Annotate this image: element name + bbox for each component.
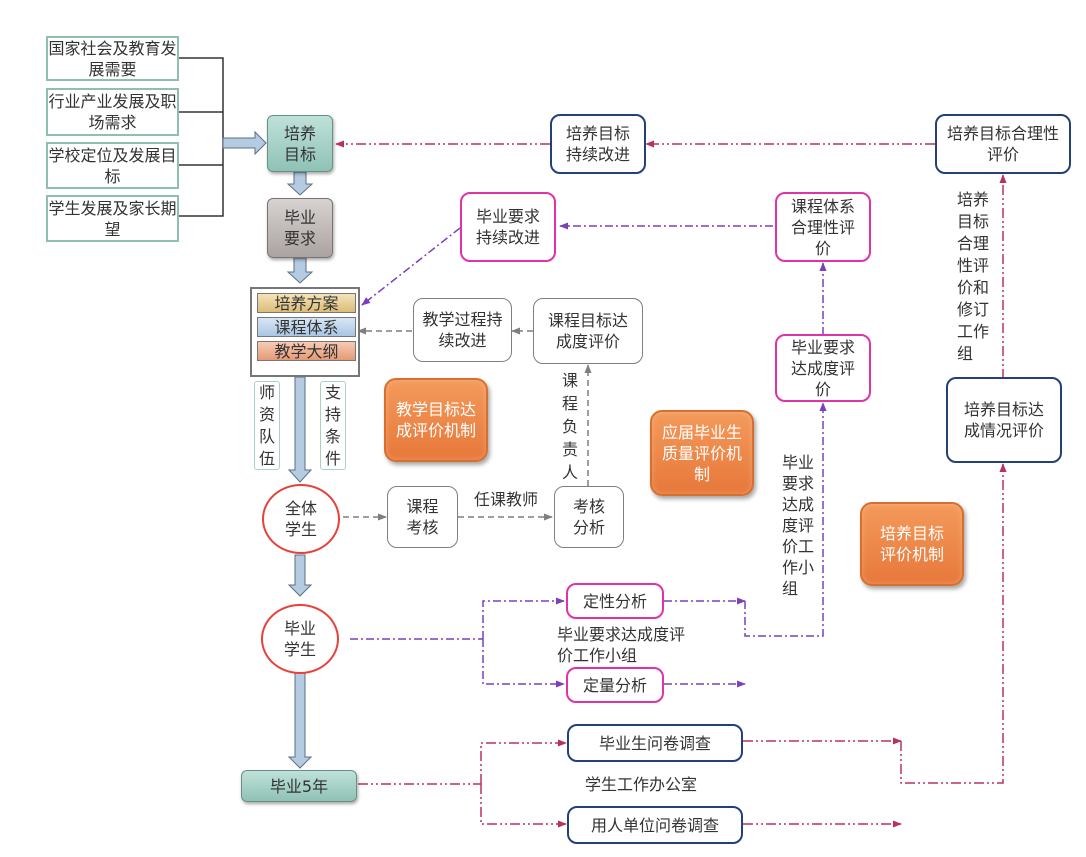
label-req-eval-group-vertical: 毕业要求达成度评价工作小组 <box>782 452 818 599</box>
node-goal-rationality-eval: 培养目标合理性评价 <box>935 114 1071 174</box>
node-qualitative-analysis: 定性分析 <box>566 583 664 619</box>
node-curriculum-rationality-eval: 课程体系合理性评价 <box>775 192 871 262</box>
node-course-goal-evaluation: 课程目标达成度评价 <box>533 298 643 364</box>
support-text: 支持条件 <box>325 382 342 468</box>
label-support-conditions: 支持条件 <box>320 381 346 470</box>
node-label: 毕业生问卷调查 <box>598 733 711 753</box>
source-label: 学生发展及家长期望 <box>48 198 177 239</box>
arrow-branch-to-gradsurvey <box>480 739 567 784</box>
source-label: 国家社会及教育发展需要 <box>48 38 177 79</box>
label-text: 学生工作办公室 <box>585 775 698 794</box>
node-label: 培养目标 <box>283 123 316 164</box>
label-course-owner: 课程负责人 <box>562 369 580 484</box>
label-text: 课程负责人 <box>562 371 579 482</box>
source-national-needs: 国家社会及教育发展需要 <box>46 36 179 81</box>
node-label: 全体学生 <box>284 499 317 539</box>
node-employer-survey: 用人单位问卷调查 <box>567 806 743 844</box>
node-label: 培养目标持续改进 <box>565 124 630 164</box>
doc-curriculum-system: 课程体系 <box>257 317 356 337</box>
block-arrow-plan-to-students <box>287 376 313 483</box>
node-label: 毕业5年 <box>269 776 329 796</box>
mechanism-teaching-goal: 教学目标达成评价机制 <box>384 378 488 462</box>
program-documents-group: 培养方案 课程体系 教学大纲 <box>250 287 360 377</box>
arrow-branch-to-qualitative <box>482 597 565 639</box>
node-label: 培养目标合理性评价 <box>946 124 1059 164</box>
block-arrow-goal-to-req <box>286 171 314 196</box>
arrow-merge-to-goalachieve <box>900 463 1007 784</box>
node-graduates: 毕业学生 <box>261 604 339 674</box>
faculty-text: 师资队伍 <box>259 382 276 468</box>
label-student-affairs-office: 学生工作办公室 <box>585 774 697 795</box>
node-5-years-after-graduation: 毕业5年 <box>241 770 357 802</box>
node-label: 培养目标达成情况评价 <box>963 400 1044 440</box>
arrow-merge-to-reqeval <box>744 402 827 637</box>
node-teaching-process-improvement: 教学过程持续改进 <box>413 298 512 362</box>
node-label: 用人单位问卷调查 <box>590 815 719 835</box>
node-graduate-survey: 毕业生问卷调查 <box>567 724 743 762</box>
label-text: 培养目标合理性评价和修订工作组 <box>957 190 990 363</box>
label-text: 毕业要求达成度评价工作小组 <box>782 453 815 598</box>
node-label: 毕业学生 <box>283 619 316 659</box>
node-training-goal: 培养目标 <box>267 115 333 172</box>
node-label: 课程考核 <box>406 497 439 537</box>
node-label: 毕业要求持续改进 <box>475 207 540 247</box>
label-text: 毕业要求达成度评价工作小组 <box>557 625 686 665</box>
doc-training-plan: 培养方案 <box>257 293 356 313</box>
label-goal-revision-group: 培养目标合理性评价和修订工作组 <box>957 189 993 365</box>
node-exam-analysis: 考核分析 <box>554 486 624 548</box>
label-req-eval-group: 毕业要求达成度评价工作小组 <box>557 624 687 666</box>
source-bracket <box>178 57 224 217</box>
label-faculty: 师资队伍 <box>254 381 280 470</box>
source-label: 学校定位及发展目标 <box>48 145 177 186</box>
source-school-position: 学校定位及发展目标 <box>46 142 179 189</box>
mechanism-label: 培养目标评价机制 <box>879 524 944 564</box>
node-goal-improvement: 培养目标持续改进 <box>550 114 646 174</box>
mechanism-label: 教学目标达成评价机制 <box>396 400 477 440</box>
label-text: 任课教师 <box>474 490 539 509</box>
arrow-branch-to-employersurvey <box>480 784 567 828</box>
node-label: 考核分析 <box>572 497 605 537</box>
block-arrow-grads-to-5yr <box>287 667 313 769</box>
block-arrow-students-to-grads <box>287 554 313 597</box>
node-requirement-improvement: 毕业要求持续改进 <box>460 192 556 262</box>
arrow-branch-to-quantitative <box>482 639 565 688</box>
node-label: 教学过程持续改进 <box>422 310 503 350</box>
node-label: 定量分析 <box>582 675 647 695</box>
node-all-students: 全体学生 <box>262 484 340 554</box>
node-label: 课程体系合理性评价 <box>790 196 855 258</box>
node-requirement-achievement-eval: 毕业要求达成度评价 <box>775 334 871 402</box>
source-label: 行业产业发展及职场需求 <box>48 92 177 132</box>
node-course-exam: 课程考核 <box>387 486 458 548</box>
node-graduation-requirements: 毕业要求 <box>267 198 333 258</box>
node-goal-achievement-eval: 培养目标达成情况评价 <box>946 377 1062 463</box>
mechanism-training-goal: 培养目标评价机制 <box>860 502 964 586</box>
doc-syllabus: 教学大纲 <box>257 341 356 361</box>
block-arrow-req-to-plan <box>286 257 314 284</box>
mechanism-graduate-quality: 应届毕业生质量评价机制 <box>650 410 754 496</box>
node-label: 毕业要求 <box>283 208 316 248</box>
node-quantitative-analysis: 定量分析 <box>566 667 664 703</box>
label-course-teacher: 任课教师 <box>474 489 540 510</box>
block-arrow-sources-to-goal <box>222 130 267 156</box>
arrow-reqimprove-to-plan <box>361 227 461 306</box>
source-industry-needs: 行业产业发展及职场需求 <box>46 88 179 136</box>
source-student-parent: 学生发展及家长期望 <box>46 195 179 242</box>
node-label: 毕业要求达成度评价 <box>790 337 855 399</box>
node-label: 课程目标达成度评价 <box>547 311 628 351</box>
mechanism-label: 应届毕业生质量评价机制 <box>662 422 743 484</box>
node-label: 定性分析 <box>582 591 647 611</box>
